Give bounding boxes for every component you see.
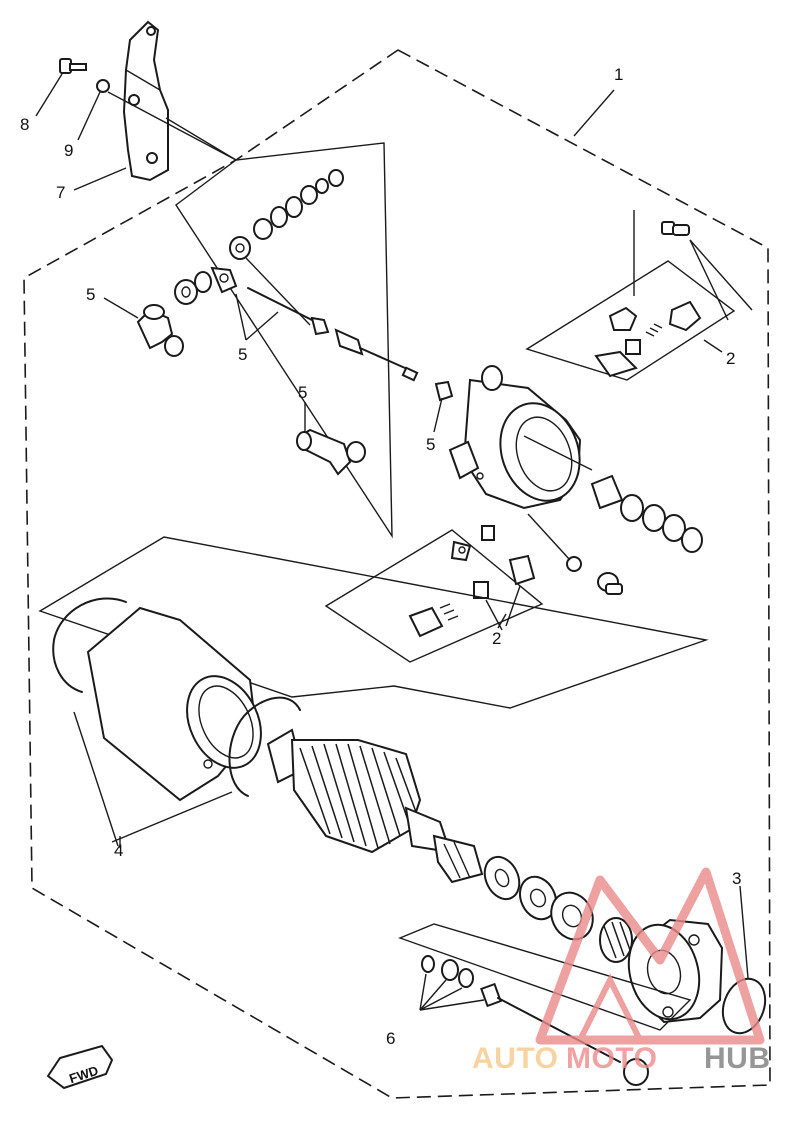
callout-2-upper: 2 [726,349,735,368]
front-bolt-kit [421,955,649,1086]
callout-5-bolt: 5 [238,345,247,364]
brush-holder-lower [408,525,536,638]
armature [266,728,484,884]
watermark-hub: HUB [704,1042,771,1075]
callout-9: 9 [64,141,73,160]
callout-4: 4 [114,841,123,860]
bracket-washer [96,79,110,93]
through-bolt-sleeve [334,328,419,382]
brush-screw-upper [661,221,690,236]
terminal-boot-lower [296,428,366,476]
brush-holder-upper [594,300,702,378]
front-bolt-frame [398,923,692,1031]
forward-direction-marker: FWD [46,1044,114,1090]
assembly-boundary [23,49,771,1099]
watermark-auto: AUTO [472,1042,558,1075]
callout-5-boot: 5 [298,383,307,402]
callout-1: 1 [614,65,623,84]
callout-2-lower: 2 [492,629,501,648]
front-o-ring [721,977,767,1035]
yoke-ring-left [52,597,127,693]
terminal-clip [434,380,454,402]
callout-6: 6 [386,1029,395,1048]
yoke-ring-right [228,696,301,797]
front-bearing [599,917,633,963]
callout-3: 3 [732,869,741,888]
terminal-boot-left [136,304,184,357]
washer-stack-upper [229,169,344,260]
rear-bushing [590,474,703,553]
watermark-triangle-mark [535,867,765,1045]
callout-5-left: 5 [86,285,95,304]
bracket-bolt [59,58,87,74]
callout-8: 8 [20,115,29,134]
watermark-logo: AUTO MOTO HUB [472,867,771,1075]
yoke-housing [86,606,262,802]
yoke-frame [38,536,709,709]
o-ring-small [566,556,582,572]
brush-kit-frame-lower [324,529,544,663]
callout-7: 7 [56,183,65,202]
mounting-bracket [122,20,169,182]
through-bolt [247,287,330,336]
terminal-insulator [597,572,623,595]
bolt-kit-frame [175,142,393,539]
terminal-nuts-left [174,266,238,305]
callout-5-clip: 5 [426,435,435,454]
watermark-moto: MOTO [566,1042,657,1075]
brush-kit-frame-upper [525,260,736,381]
rear-cover [448,365,582,510]
